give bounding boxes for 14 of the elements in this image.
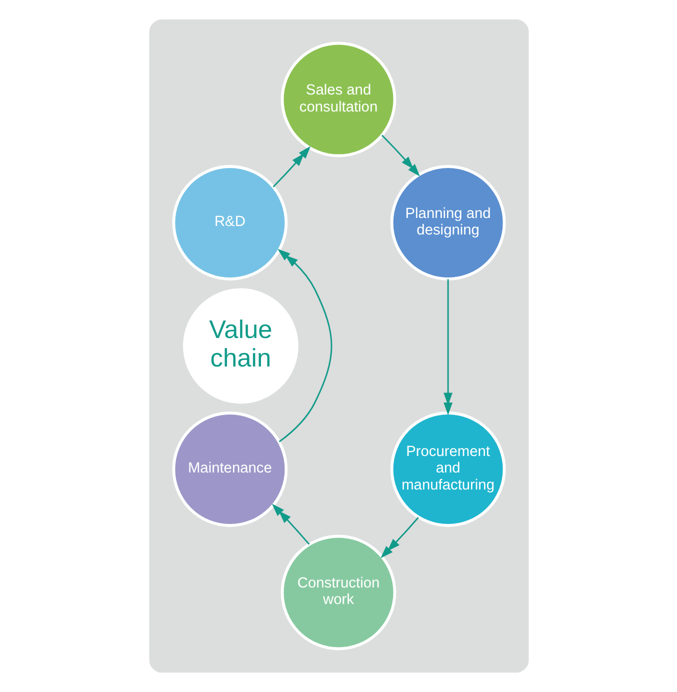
node-circle: Sales and consultation <box>280 42 396 158</box>
node-circle: R&D <box>172 165 288 280</box>
arrow <box>443 279 452 416</box>
arrow <box>380 134 420 176</box>
arrow <box>271 504 310 545</box>
arrow <box>380 516 418 558</box>
node-circle: Planning and designing <box>390 165 506 280</box>
node-circle: Value chain <box>182 288 298 404</box>
arrow <box>272 146 310 188</box>
arrow <box>277 248 332 442</box>
node-circle: Construction work <box>280 534 396 650</box>
cluster <box>148 19 528 673</box>
node-circle: Maintenance <box>172 412 288 527</box>
node-circle: Procurement and manufacturing <box>390 412 506 527</box>
